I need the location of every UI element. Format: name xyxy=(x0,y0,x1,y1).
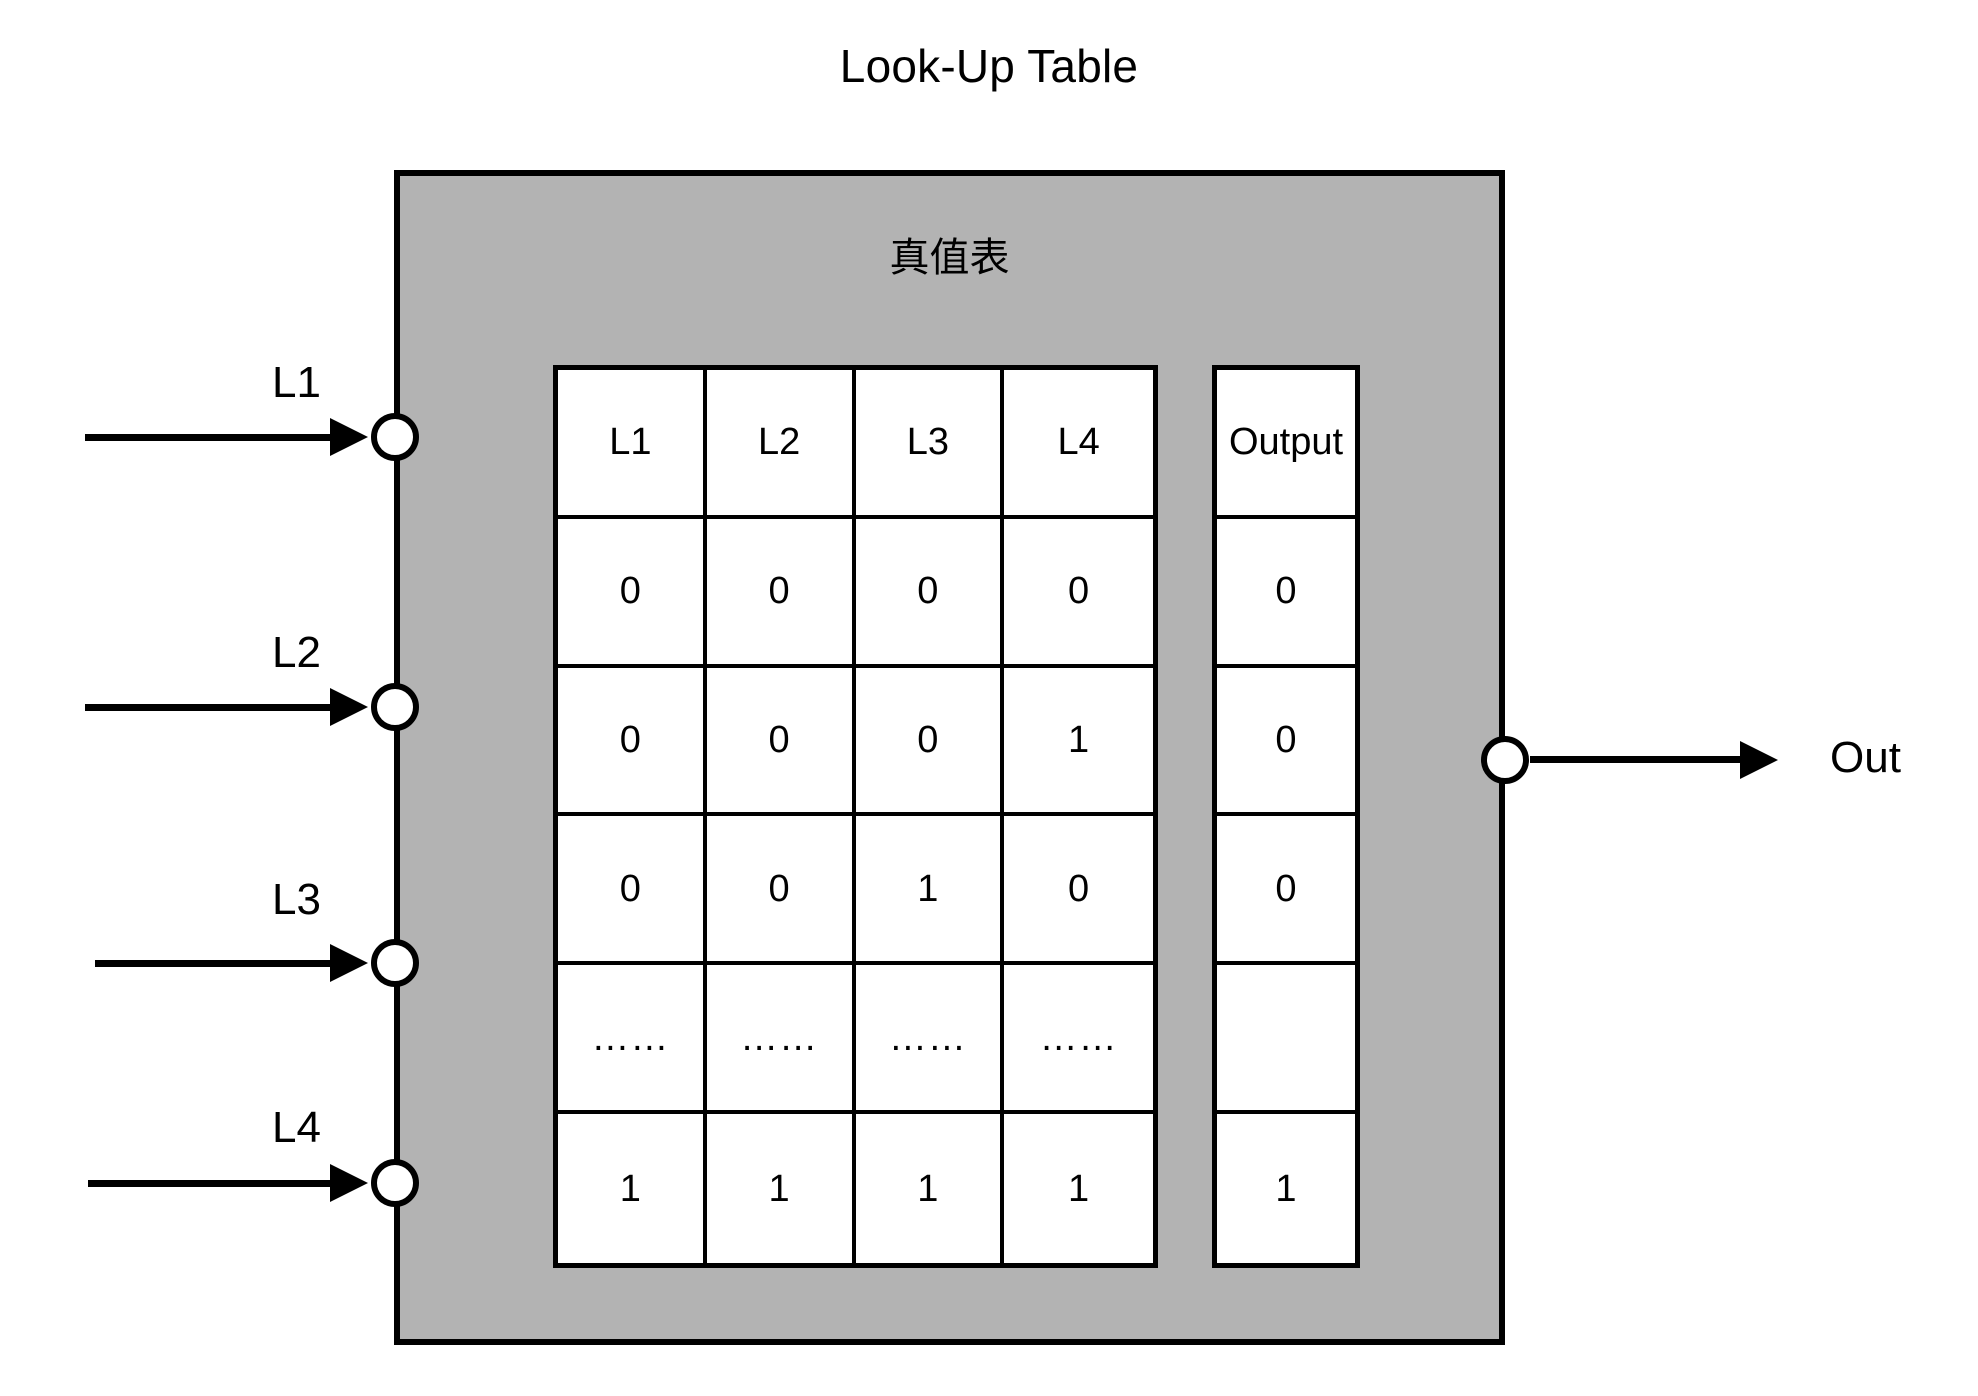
truth-table-output-cell: 0 xyxy=(1217,816,1355,966)
arrow-right-icon-l3 xyxy=(330,944,368,982)
truth-table-cell: 1 xyxy=(1004,667,1153,817)
arrow-right-icon-l4 xyxy=(330,1164,368,1202)
truth-table-output-cell: 0 xyxy=(1217,667,1355,817)
truth-table-cell: …… xyxy=(706,965,856,1115)
truth-table-cell: 1 xyxy=(706,1114,856,1263)
input-wire-l2 xyxy=(85,704,347,711)
truth-table-cell: 0 xyxy=(855,518,1005,668)
truth-table-cell: 0 xyxy=(706,816,856,966)
truth-table-cell: 0 xyxy=(855,667,1005,817)
input-label-l3: L3 xyxy=(272,875,321,924)
truth-table-cell: 1 xyxy=(855,816,1005,966)
arrow-right-icon-l2 xyxy=(330,688,368,726)
input-pin-l1[interactable] xyxy=(371,413,419,461)
output-pin-out[interactable] xyxy=(1481,736,1529,784)
truth-table-cell: 1 xyxy=(1004,1114,1153,1263)
truth-table-output-cell: 0 xyxy=(1217,518,1355,668)
input-label-l4: L4 xyxy=(272,1103,321,1152)
truth-table-header-cell: L3 xyxy=(855,370,1005,519)
input-label-l1: L1 xyxy=(272,358,321,407)
input-wire-l4 xyxy=(88,1180,347,1187)
truth-table-cell: 0 xyxy=(1004,518,1153,668)
truth-table-cell: 0 xyxy=(558,518,707,668)
input-pin-l2[interactable] xyxy=(371,683,419,731)
input-wire-l3 xyxy=(95,960,347,967)
truth-table-cell: 0 xyxy=(558,816,707,966)
input-pin-l3[interactable] xyxy=(371,939,419,987)
input-pin-l4[interactable] xyxy=(371,1159,419,1207)
output-wire-out xyxy=(1530,756,1752,763)
truth-table-cell: …… xyxy=(855,965,1005,1115)
input-wire-l1 xyxy=(85,434,347,441)
truth-table-output-cell xyxy=(1217,965,1355,1115)
arrow-right-icon-out xyxy=(1740,741,1778,779)
truth-table-cell: 0 xyxy=(1004,816,1153,966)
truth-table-header-cell: L1 xyxy=(558,370,707,519)
truth-table-cell: …… xyxy=(1004,965,1153,1115)
arrow-right-icon-l1 xyxy=(330,418,368,456)
page-title: Look-Up Table xyxy=(839,40,1139,92)
truth-table-cell: 0 xyxy=(706,518,856,668)
output-label-out: Out xyxy=(1830,733,1901,782)
truth-table-output-header-cell: Output xyxy=(1217,370,1355,519)
input-label-l2: L2 xyxy=(272,628,321,677)
truth-table-cell: 1 xyxy=(855,1114,1005,1263)
truth-table-cell: 0 xyxy=(706,667,856,817)
truth-table-output-cell: 1 xyxy=(1217,1114,1355,1263)
truth-table-cell: 1 xyxy=(558,1114,707,1263)
truth-table-cell: 0 xyxy=(558,667,707,817)
truth-table-header-cell: L2 xyxy=(706,370,856,519)
truth-table-header-cell: L4 xyxy=(1004,370,1153,519)
truth-table-cell: …… xyxy=(558,965,707,1115)
lut-block-subtitle: 真值表 xyxy=(889,236,1010,280)
